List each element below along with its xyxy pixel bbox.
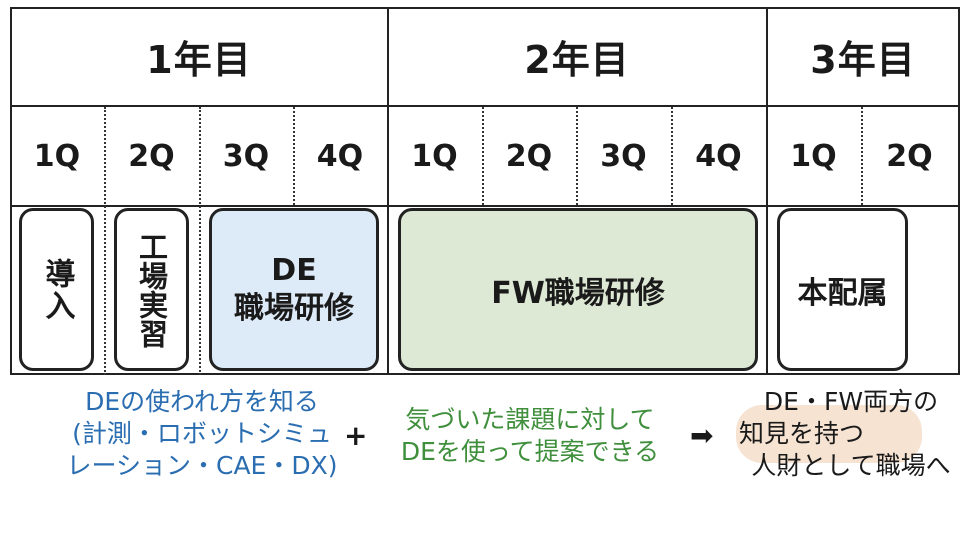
result-note-line: 人財として職場へ [751,451,951,480]
de-training-box: DE 職場研修 [209,208,379,371]
timeline-grid: 1年目 2年目 3年目 1Q 2Q 3Q 4Q 1Q 2Q 3Q 4Q 1Q 2… [10,7,960,375]
quarter-label: 1Q [411,138,458,174]
de-training-label-line2: 職場研修 [234,290,354,326]
grid-bottom-border [10,373,960,375]
grid-row-divider [10,205,960,207]
quarter-divider [199,107,201,375]
result-note-line: DE・FW両方の [763,387,939,416]
assignment-label: 本配属 [797,275,888,311]
assignment-box: 本配属 [777,208,908,371]
quarter-divider [104,107,106,375]
year-1-header: 1年目 [146,37,252,82]
de-note-line: DEの使われ方を知る [85,387,319,416]
quarter-label: 2Q [128,138,175,174]
grid-row-divider [10,105,960,107]
factory-training-label: 工場実習 [134,231,169,348]
de-note-line: レーション・CAE・DX) [66,451,338,480]
de-purpose-note: DEの使われ方を知る (計測・ロボットシミュ レーション・CAE・DX) [52,386,352,482]
fw-training-label: FW職場研修 [491,275,665,311]
quarter-label: 3Q [600,138,647,174]
quarter-label: 1Q [33,138,81,174]
fw-note-line: 気づいた課題に対して [405,405,655,434]
intro-label: 導入 [39,257,75,322]
arrow-right-icon: ➡ [690,419,714,452]
grid-right-border [958,7,960,375]
quarter-divider [482,107,484,205]
grid-top-border [10,7,960,9]
fw-note-line: DEを使って提案できる [400,437,660,466]
quarter-divider [861,107,863,205]
quarter-label: 4Q [695,138,742,174]
year-divider [387,7,389,375]
quarter-divider [576,107,578,205]
quarter-label: 4Q [316,138,364,174]
year-3-header: 3年目 [810,37,916,82]
year-divider [766,7,768,375]
de-note-line: (計測・ロボットシミュ [72,419,332,448]
fw-purpose-note: 気づいた課題に対して DEを使って提案できる [385,404,675,468]
quarter-divider [293,107,295,205]
factory-training-box: 工場実習 [114,208,189,371]
de-training-label-line1: DE [271,252,317,288]
result-note-line: 知見を持つ [739,419,865,448]
quarter-label: 2Q [886,138,933,174]
plus-sign: + [344,419,368,452]
result-highlight [736,405,922,463]
fw-training-box: FW職場研修 [398,208,758,371]
quarter-label: 1Q [790,138,837,174]
quarter-label: 3Q [222,138,270,174]
year-2-header: 2年目 [524,37,630,82]
intro-box: 導入 [19,208,94,371]
result-note: DE・FW両方の 知見を持つ 人財として職場へ [737,386,965,482]
quarter-label: 2Q [505,138,553,174]
quarter-divider [671,107,673,205]
grid-left-border [10,7,12,375]
